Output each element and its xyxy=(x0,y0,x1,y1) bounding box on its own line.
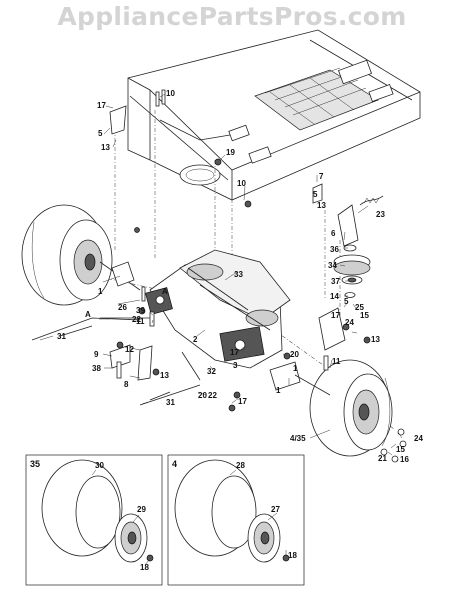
callout-8: 8 xyxy=(124,380,129,389)
inset-box-35[interactable] xyxy=(25,454,163,586)
inset-box-4[interactable] xyxy=(167,454,305,586)
callout-31a: 31 xyxy=(57,332,66,341)
frame-chassis[interactable] xyxy=(127,29,421,201)
callout-10b: 10 xyxy=(237,179,246,188)
callout-18a: 18 xyxy=(140,563,149,572)
callout-33: 33 xyxy=(234,270,243,279)
callout-24b: 24 xyxy=(345,318,354,327)
callout-4-35: 4/35 xyxy=(290,434,306,443)
callout-13b: 13 xyxy=(317,201,326,210)
control-rods[interactable] xyxy=(31,317,201,406)
inset-label-4: 4 xyxy=(172,459,177,469)
callout-17d: 17 xyxy=(238,397,247,406)
callout-1b: 1 xyxy=(293,364,298,373)
small-hardware[interactable] xyxy=(109,89,407,463)
callout-13c: 13 xyxy=(371,335,380,344)
callout-3: 3 xyxy=(233,361,238,370)
callout-38: 38 xyxy=(92,364,101,373)
callout-12: 12 xyxy=(125,345,134,354)
callout-32: 32 xyxy=(207,367,216,376)
callout-1a: 1 xyxy=(98,287,103,296)
callout-17c: 17 xyxy=(230,348,239,357)
callout-5c: 5 xyxy=(344,297,349,306)
callout-1c: 1 xyxy=(276,386,281,395)
callout-labels: 17 10 5 13 19 10 7 5 13 23 6 36 34 37 14… xyxy=(30,89,423,572)
transaxle-assembly[interactable] xyxy=(99,249,331,396)
callout-20b: 20 xyxy=(198,391,207,400)
callout-13d: 13 xyxy=(160,371,169,380)
callout-10a: 10 xyxy=(166,89,175,98)
callout-16: 16 xyxy=(400,455,409,464)
callout-15: 15 xyxy=(360,311,369,320)
callout-7: 7 xyxy=(319,172,324,181)
callout-22b: 22 xyxy=(208,391,217,400)
callout-31b: 31 xyxy=(166,398,175,407)
callout-A2: A xyxy=(85,310,91,319)
callout-34: 34 xyxy=(328,261,337,270)
callout-19: 19 xyxy=(226,148,235,157)
callout-20a: 20 xyxy=(290,350,299,359)
left-rear-tire[interactable] xyxy=(21,204,113,306)
callout-22a: 22 xyxy=(132,315,141,324)
callout-21: 21 xyxy=(378,454,387,463)
callout-23: 23 xyxy=(376,210,385,219)
right-rear-tire[interactable] xyxy=(309,359,393,457)
site-watermark: AppliancePartsPros.com xyxy=(57,2,407,31)
callout-14: 14 xyxy=(330,292,339,301)
callout-29: 29 xyxy=(137,505,146,514)
callout-15b: 15 xyxy=(396,445,405,454)
callout-26: 26 xyxy=(118,303,127,312)
callout-39: 39 xyxy=(136,306,145,315)
inset-label-35: 35 xyxy=(30,459,40,469)
callout-17b: 17 xyxy=(331,311,340,320)
callout-9: 9 xyxy=(94,350,99,359)
callout-2: 2 xyxy=(193,335,198,344)
leader-lines xyxy=(39,93,403,566)
callout-13a: 13 xyxy=(101,143,110,152)
callout-11a: 11 xyxy=(136,317,145,326)
callout-25: 25 xyxy=(355,303,364,312)
callout-24: 24 xyxy=(414,434,423,443)
callout-A1: A xyxy=(162,287,168,296)
callout-11b: 11 xyxy=(332,357,341,366)
callout-17a: 17 xyxy=(97,101,106,110)
callout-18b: 18 xyxy=(288,551,297,560)
callout-28: 28 xyxy=(236,461,245,470)
callout-27: 27 xyxy=(271,505,280,514)
callout-30: 30 xyxy=(95,461,104,470)
callout-6: 6 xyxy=(331,229,336,238)
callout-37: 37 xyxy=(331,277,340,286)
callout-5b: 5 xyxy=(313,190,318,199)
callout-5a: 5 xyxy=(98,129,103,138)
callout-36: 36 xyxy=(330,245,339,254)
